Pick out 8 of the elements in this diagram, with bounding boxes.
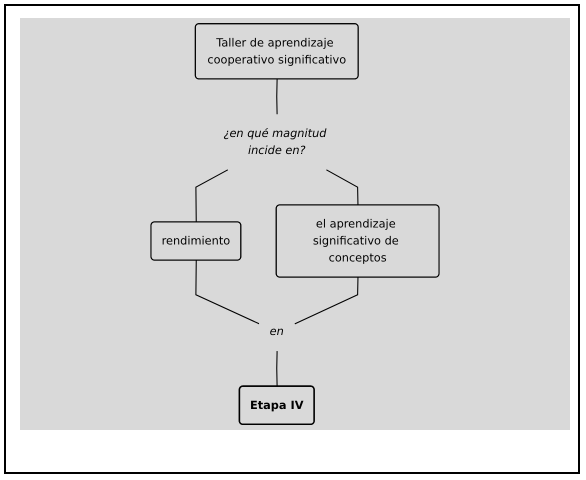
connector bbox=[326, 169, 358, 206]
connector bbox=[195, 169, 228, 222]
connector bbox=[294, 277, 358, 324]
connector bbox=[195, 260, 260, 324]
node-text: ¿en qué magnitud incide en? bbox=[223, 126, 326, 157]
connector bbox=[276, 79, 278, 115]
connector bbox=[276, 351, 278, 386]
node-text: en bbox=[270, 324, 284, 338]
